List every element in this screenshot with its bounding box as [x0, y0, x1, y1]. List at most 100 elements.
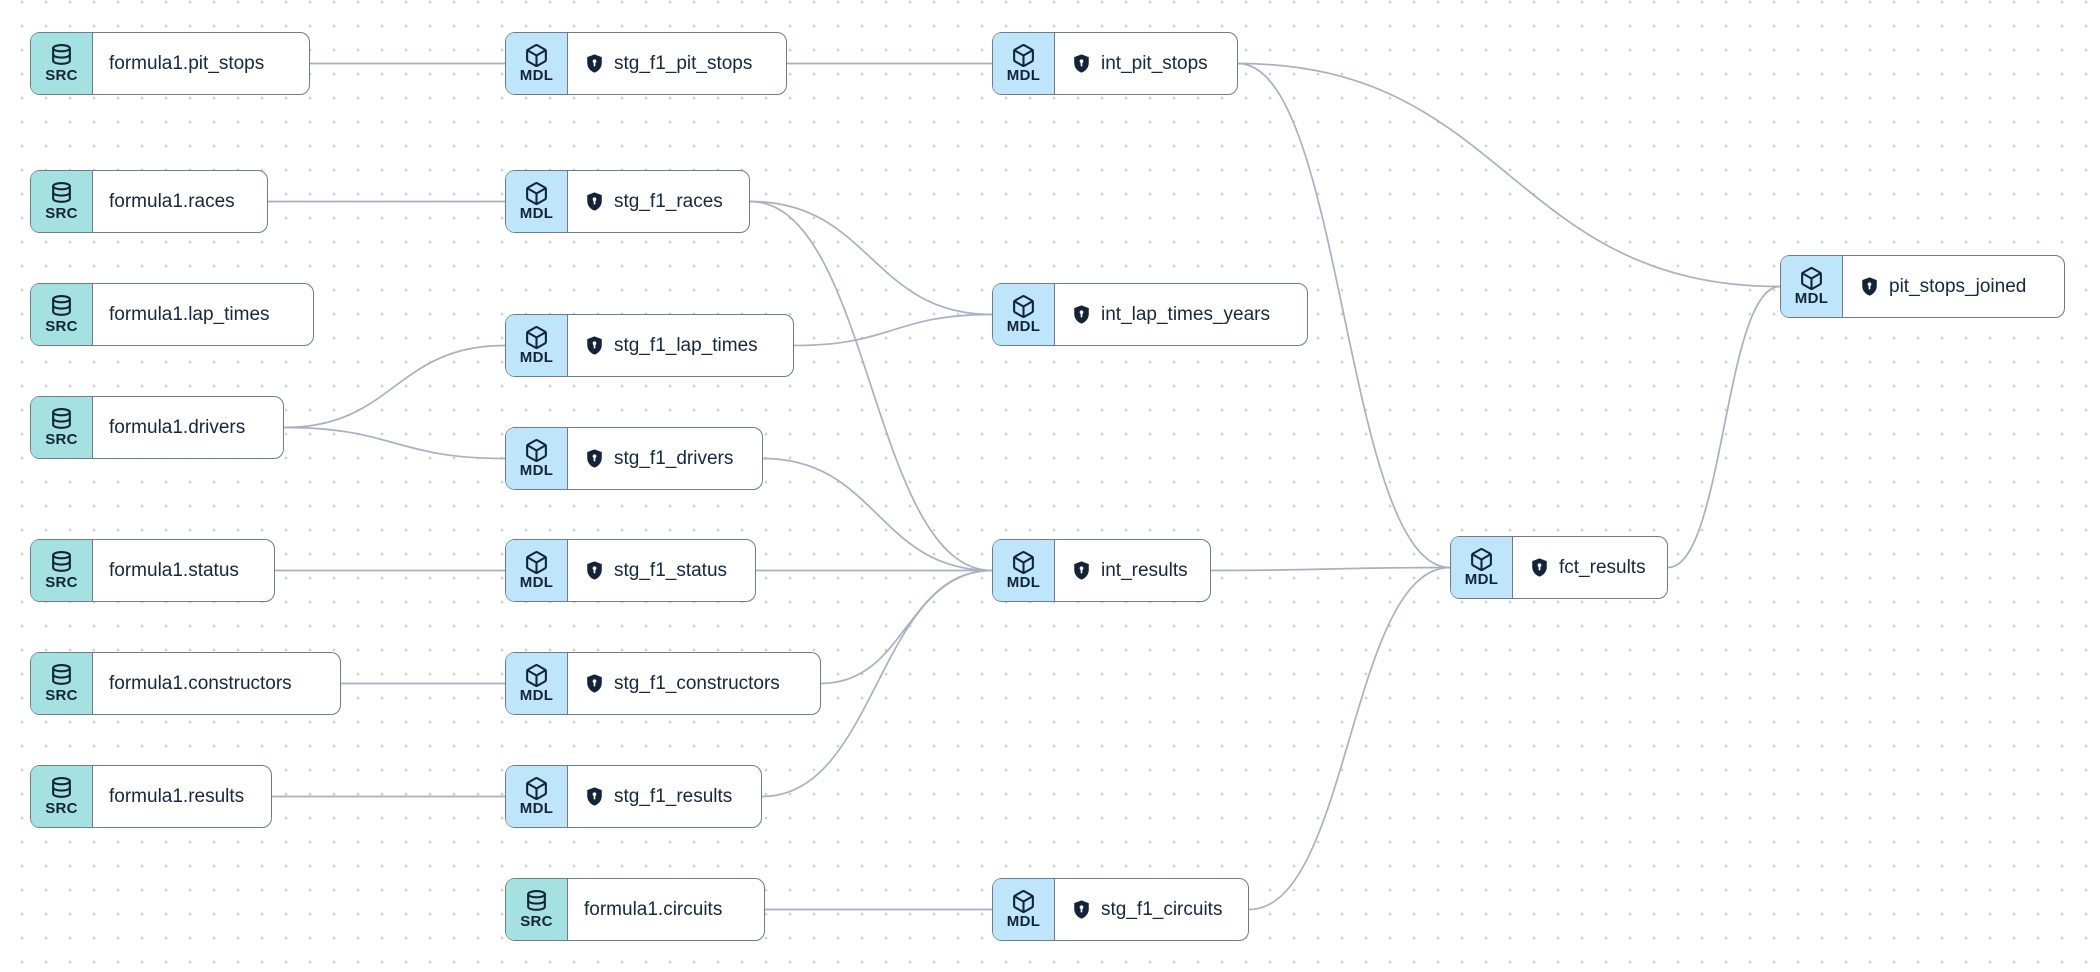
cube-icon: [524, 43, 549, 68]
badge-label: SRC: [45, 204, 78, 222]
badge-label: MDL: [1464, 570, 1499, 588]
node-label: stg_f1_drivers: [614, 447, 734, 469]
cube-icon: [1469, 547, 1494, 572]
cube-icon: [1011, 294, 1036, 319]
node-model-stg-f1-circuits[interactable]: MDL stg_f1_circuits: [992, 878, 1249, 941]
edge-src_formula1_drivers-to-stg_f1_lap_times: [283, 344, 506, 429]
model-type-badge: MDL: [1451, 537, 1513, 598]
shield-lock-icon: [584, 53, 605, 74]
source-type-badge: SRC: [31, 397, 93, 458]
node-body: pit_stops_joined: [1843, 256, 2064, 317]
node-body: formula1.results: [93, 766, 271, 827]
shield-lock-icon: [1529, 557, 1550, 578]
node-label: stg_f1_pit_stops: [614, 52, 753, 74]
node-model-pit-stops-joined[interactable]: MDL pit_stops_joined: [1780, 255, 2065, 318]
cube-icon: [524, 325, 549, 350]
badge-label: MDL: [519, 204, 554, 222]
source-type-badge: SRC: [31, 33, 93, 94]
node-label: stg_f1_constructors: [614, 672, 780, 694]
shield-lock-icon: [1071, 560, 1092, 581]
node-model-stg-f1-status[interactable]: MDL stg_f1_status: [505, 539, 756, 602]
node-label: int_lap_times_years: [1101, 303, 1270, 325]
node-body: stg_f1_circuits: [1055, 879, 1248, 940]
node-label: formula1.drivers: [109, 416, 246, 438]
database-icon: [49, 294, 74, 319]
badge-label: SRC: [45, 317, 78, 335]
node-body: stg_f1_drivers: [568, 428, 762, 489]
model-type-badge: MDL: [993, 33, 1055, 94]
node-model-fct-results[interactable]: MDL fct_results: [1450, 536, 1668, 599]
badge-label: MDL: [519, 686, 554, 704]
node-body: int_pit_stops: [1055, 33, 1237, 94]
node-source-formula1-constructors[interactable]: SRC formula1.constructors: [30, 652, 341, 715]
database-icon: [49, 550, 74, 575]
shield-lock-icon: [584, 448, 605, 469]
badge-label: SRC: [520, 912, 553, 930]
node-label: formula1.results: [109, 785, 245, 807]
node-body: stg_f1_constructors: [568, 653, 820, 714]
edge-stg_f1_circuits-to-fct_results: [1248, 566, 1451, 911]
node-label: stg_f1_lap_times: [614, 334, 758, 356]
node-model-int-results[interactable]: MDL int_results: [992, 539, 1211, 602]
edge-stg_f1_lap_times-to-int_lap_times_years: [793, 313, 993, 347]
node-source-formula1-pit-stops[interactable]: SRC formula1.pit_stops: [30, 32, 310, 95]
node-model-stg-f1-constructors[interactable]: MDL stg_f1_constructors: [505, 652, 821, 715]
node-source-formula1-status[interactable]: SRC formula1.status: [30, 539, 275, 602]
node-source-formula1-races[interactable]: SRC formula1.races: [30, 170, 268, 233]
shield-lock-icon: [1071, 304, 1092, 325]
node-model-int-pit-stops[interactable]: MDL int_pit_stops: [992, 32, 1238, 95]
badge-label: MDL: [519, 799, 554, 817]
node-body: stg_f1_races: [568, 171, 749, 232]
node-model-stg-f1-races[interactable]: MDL stg_f1_races: [505, 170, 750, 233]
node-model-stg-f1-results[interactable]: MDL stg_f1_results: [505, 765, 762, 828]
node-model-stg-f1-pit-stops[interactable]: MDL stg_f1_pit_stops: [505, 32, 787, 95]
database-icon: [49, 663, 74, 688]
cube-icon: [1011, 550, 1036, 575]
node-label: formula1.lap_times: [109, 303, 270, 325]
node-body: stg_f1_results: [568, 766, 761, 827]
source-type-badge: SRC: [31, 284, 93, 345]
source-type-badge: SRC: [31, 766, 93, 827]
badge-label: MDL: [1794, 289, 1829, 307]
cube-icon: [1011, 889, 1036, 914]
node-body: formula1.status: [93, 540, 274, 601]
shield-lock-icon: [584, 191, 605, 212]
node-label: pit_stops_joined: [1889, 275, 2027, 297]
shield-lock-icon: [584, 786, 605, 807]
badge-label: MDL: [519, 573, 554, 591]
edge-int_results-to-fct_results: [1210, 566, 1451, 572]
source-type-badge: SRC: [31, 171, 93, 232]
shield-lock-icon: [584, 673, 605, 694]
node-body: int_lap_times_years: [1055, 284, 1307, 345]
cube-icon: [1799, 266, 1824, 291]
node-source-formula1-drivers[interactable]: SRC formula1.drivers: [30, 396, 284, 459]
cube-icon: [524, 663, 549, 688]
badge-label: MDL: [1006, 573, 1041, 591]
node-label: formula1.pit_stops: [109, 52, 265, 74]
model-type-badge: MDL: [506, 766, 568, 827]
node-model-int-lap-times-years[interactable]: MDL int_lap_times_years: [992, 283, 1308, 346]
badge-label: SRC: [45, 430, 78, 448]
badge-label: MDL: [519, 461, 554, 479]
model-type-badge: MDL: [1781, 256, 1843, 317]
node-body: formula1.circuits: [568, 879, 764, 940]
node-model-stg-f1-lap-times[interactable]: MDL stg_f1_lap_times: [505, 314, 794, 377]
node-body: stg_f1_status: [568, 540, 755, 601]
node-body: formula1.pit_stops: [93, 33, 309, 94]
badge-label: MDL: [1006, 66, 1041, 84]
node-label: formula1.constructors: [109, 672, 292, 694]
cube-icon: [524, 776, 549, 801]
node-source-formula1-results[interactable]: SRC formula1.results: [30, 765, 272, 828]
shield-lock-icon: [584, 560, 605, 581]
node-label: stg_f1_circuits: [1101, 898, 1223, 920]
database-icon: [524, 889, 549, 914]
node-model-stg-f1-drivers[interactable]: MDL stg_f1_drivers: [505, 427, 763, 490]
node-body: formula1.constructors: [93, 653, 340, 714]
node-source-formula1-lap-times[interactable]: SRC formula1.lap_times: [30, 283, 314, 346]
edge-stg_f1_races-to-int_results: [749, 200, 993, 572]
node-source-formula1-circuits[interactable]: SRC formula1.circuits: [505, 878, 765, 941]
node-label: formula1.circuits: [584, 898, 723, 920]
model-type-badge: MDL: [506, 33, 568, 94]
model-type-badge: MDL: [993, 540, 1055, 601]
